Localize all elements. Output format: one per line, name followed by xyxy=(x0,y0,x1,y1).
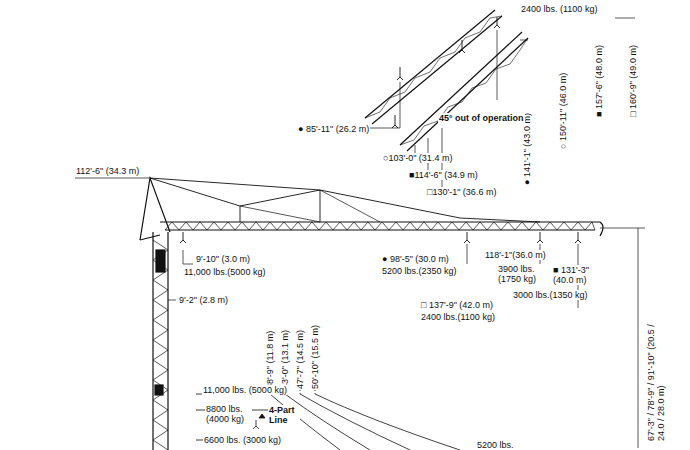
radius-dimension: ● 98'-5" (30.0 m) xyxy=(381,254,450,264)
radius-dimension: 9'-10" (3.0 m) xyxy=(195,254,251,264)
height-dimension: 112'-6" (34.3 m) xyxy=(75,166,140,176)
chart-radius: 50'-10" (15.5 m) xyxy=(310,324,320,390)
load-label: 2400 lbs.(1100 kg) xyxy=(420,312,496,322)
note-label: 45° out of operation xyxy=(438,113,525,123)
load-label: 3900 lbs. (1750 kg) xyxy=(497,264,541,284)
radius-dimension: 9'-2" (2.8 m) xyxy=(178,295,229,305)
radius-dimension: ■114'-6" (34.9 m) xyxy=(408,170,479,180)
radius-dimension: ○103'-0" (31.4 m) xyxy=(382,153,453,163)
height-dimension: ○ 150'-11" (46.0 m) xyxy=(558,72,568,150)
load-label: 11,000 lbs.(5000 kg) xyxy=(183,267,266,277)
chart-radius: 43'-0" (13.1 m) xyxy=(280,329,290,390)
height-dimension: ■ 157'-6" (48.0 m) xyxy=(594,44,604,118)
radius-dimension: ■ 131'-3" (40.0 m) xyxy=(552,265,594,285)
chart-radius: 38'-9" (11.8 m) xyxy=(265,330,275,390)
load-label: 3000 lbs.(1350 kg) xyxy=(512,290,589,300)
load-label: 2400 lbs. (1100 kg) xyxy=(520,4,598,14)
chart-radius: 47'-7" (14.5 m) xyxy=(295,329,305,390)
reeving-label: 4-Part Line xyxy=(268,405,300,425)
chart-load: 11,000 lbs. (5000 kg) xyxy=(202,385,288,395)
height-dimension: □ 160'-9" (49.0 m) xyxy=(628,44,638,118)
chart-load: 8800 lbs. (4000 kg) xyxy=(205,404,252,424)
radius-dimension: □130'-1" (36.6 m) xyxy=(426,187,497,197)
chart-load: 6600 lbs. (3000 kg) xyxy=(203,435,282,445)
load-label: 5200 lbs.(2350 kg) xyxy=(381,266,458,276)
chart-load: 5200 lbs. xyxy=(476,440,515,450)
hook-height-dimension: 67'-3" / 78'-9" / 91'-10" (20.5 / 24.0 /… xyxy=(646,320,666,442)
radius-dimension: □ 137'-9" (42.0 m) xyxy=(420,300,494,310)
height-dimension: ● 141'-1" (43.0 m) xyxy=(522,112,532,186)
radius-dimension: ● 85'-11" (26.2 m) xyxy=(297,124,370,134)
radius-dimension: 118'-1"(36.0 m) xyxy=(484,250,547,260)
